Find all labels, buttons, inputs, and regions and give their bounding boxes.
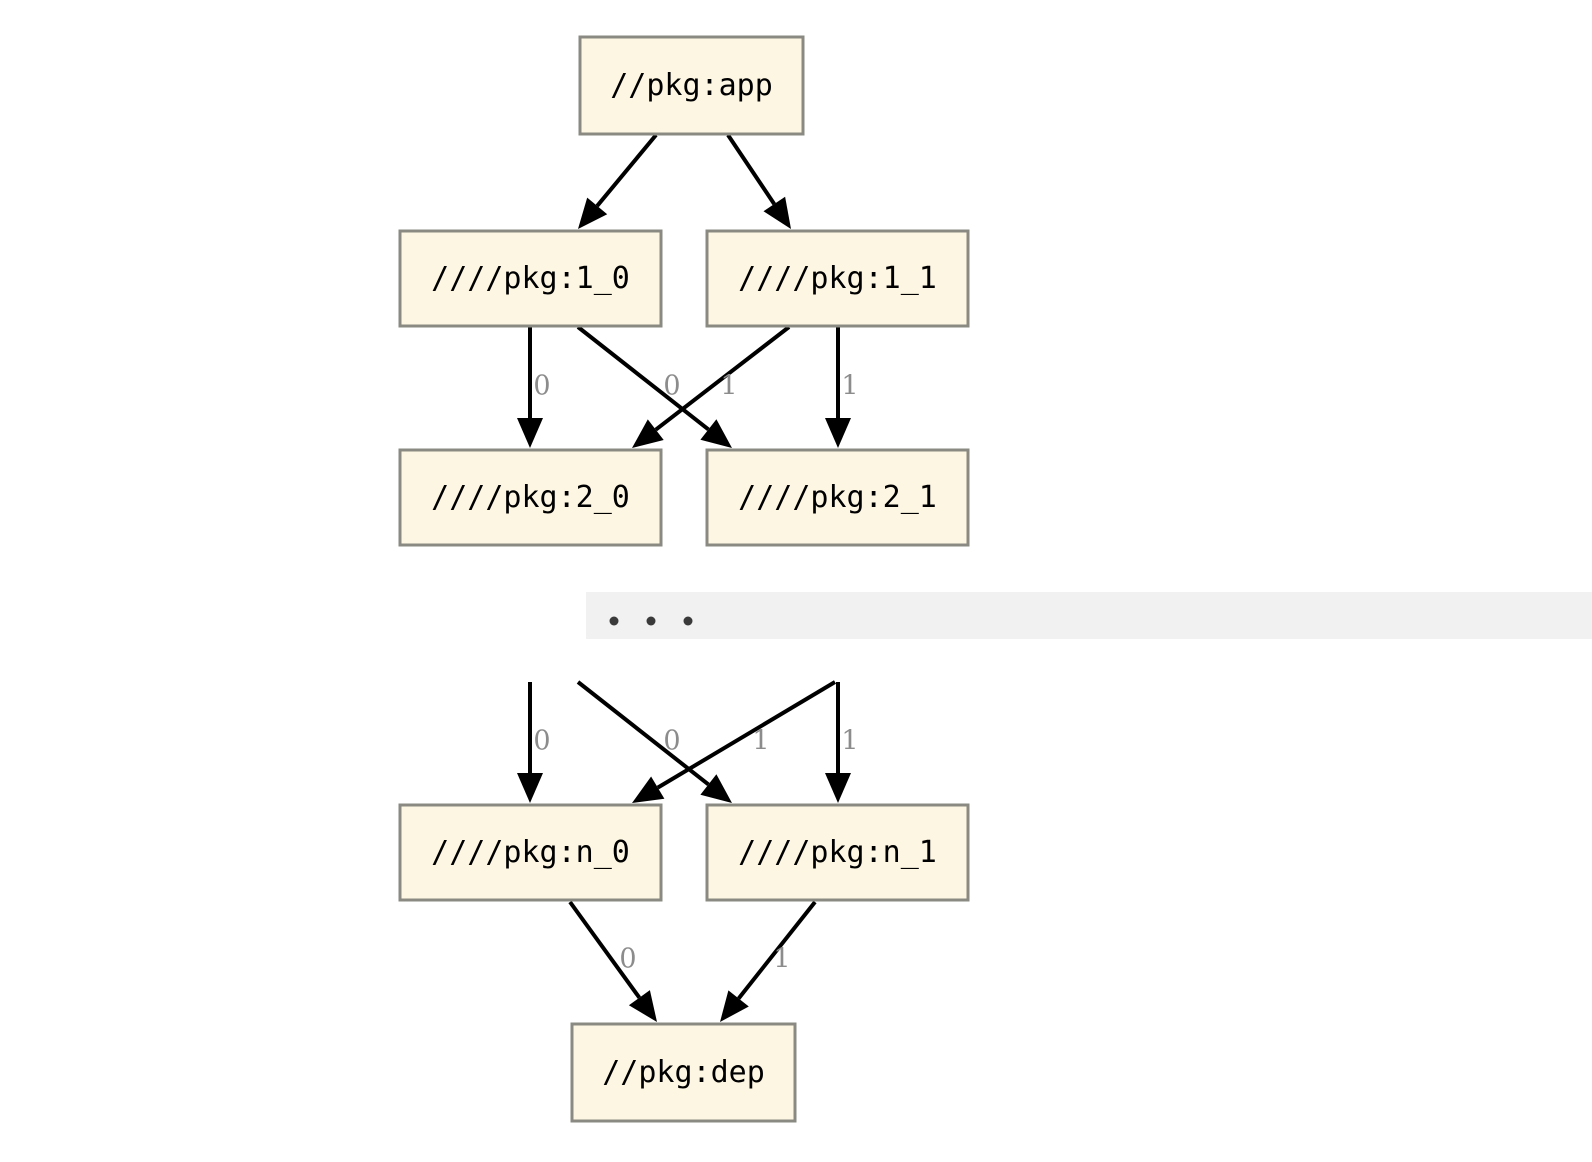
node-box[interactable] [578, 35, 805, 136]
node-label: ////pkg:n_0 [431, 835, 630, 870]
node-box[interactable] [398, 803, 663, 902]
edge-label: 1 [720, 371, 737, 402]
edge-label: 1 [773, 944, 790, 975]
ellipsis-dot [683, 616, 693, 626]
graph-node-l1_1[interactable]: ////pkg:1_1 [705, 229, 970, 328]
graph-node-ln_0[interactable]: ////pkg:n_0 [398, 803, 663, 902]
graph-node-l1_0[interactable]: ////pkg:1_0 [398, 229, 663, 328]
arrowhead-icon [825, 418, 851, 448]
edge-label: 1 [841, 371, 858, 402]
node-label: ////pkg:1_1 [738, 261, 937, 296]
edge-label: 0 [619, 944, 636, 975]
edge-label: 0 [533, 726, 550, 757]
edge-label: 0 [663, 371, 680, 402]
node-box[interactable] [570, 1022, 797, 1123]
edge-shaft [656, 680, 837, 790]
arrowhead-icon [700, 419, 732, 448]
arrowhead-icon [632, 419, 664, 448]
edge-shaft [595, 133, 658, 208]
graph-edge: 1 [632, 680, 837, 803]
arrowhead-icon [763, 196, 791, 229]
node-box[interactable] [705, 448, 970, 547]
edge-shaft [576, 325, 710, 432]
node-label: ////pkg:1_0 [431, 261, 630, 296]
edge-shaft [568, 900, 642, 999]
graph-edge: 0 [517, 682, 551, 803]
arrowhead-icon [825, 773, 851, 803]
edge-label: 1 [841, 726, 858, 757]
edge-shaft [726, 133, 776, 206]
graph-edge: 0 [568, 900, 657, 1022]
graph-edge: 1 [825, 327, 859, 448]
node-label: ////pkg:n_1 [738, 835, 937, 870]
node-label: ////pkg:2_0 [431, 480, 630, 515]
node-label: //pkg:dep [602, 1055, 765, 1090]
edge-label: 1 [752, 726, 769, 757]
graph-edge: 1 [825, 682, 859, 803]
graph-edge: 0 [517, 327, 551, 448]
ellipsis-dot [646, 616, 656, 626]
node-box[interactable] [398, 448, 663, 547]
graph-edge [726, 133, 791, 229]
node-label: //pkg:app [610, 68, 773, 103]
arrowhead-icon [632, 776, 665, 803]
graph-node-ln_1[interactable]: ////pkg:n_1 [705, 803, 970, 902]
node-box[interactable] [705, 229, 970, 328]
graph-edge: 1 [632, 325, 791, 448]
edge-shaft [654, 325, 791, 432]
arrowhead-icon [517, 773, 543, 803]
arrowhead-icon [720, 990, 749, 1022]
edge-shaft [576, 680, 710, 787]
ellipsis-band-group [586, 592, 1592, 639]
edge-label: 0 [533, 371, 550, 402]
arrowhead-icon [700, 774, 732, 803]
graph-node-l2_1[interactable]: ////pkg:2_1 [705, 448, 970, 547]
graph-node-app[interactable]: //pkg:app [578, 35, 805, 136]
arrowhead-icon [578, 197, 608, 229]
node-group: //pkg:app ////pkg:1_0 ////pkg:1_1 ////pkg:2… [398, 35, 970, 1123]
graph-node-l2_0[interactable]: ////pkg:2_0 [398, 448, 663, 547]
graph-edge: 1 [720, 900, 817, 1022]
graph-edge [578, 133, 658, 229]
ellipsis-band [586, 592, 1592, 639]
node-label: ////pkg:2_1 [738, 480, 937, 515]
edge-label: 0 [663, 726, 680, 757]
arrowhead-icon [517, 418, 543, 448]
ellipsis-dot [609, 616, 619, 626]
arrowhead-icon [628, 990, 657, 1022]
graph-edge: 0 [576, 680, 732, 803]
graph-node-dep[interactable]: //pkg:dep [570, 1022, 797, 1123]
node-box[interactable] [398, 229, 663, 328]
graph-edge: 0 [576, 325, 732, 448]
node-box[interactable] [705, 803, 970, 902]
edge-group: 0 0 1 1 0 0 1 1 0 1 [517, 133, 859, 1022]
edge-shaft [737, 900, 817, 1000]
